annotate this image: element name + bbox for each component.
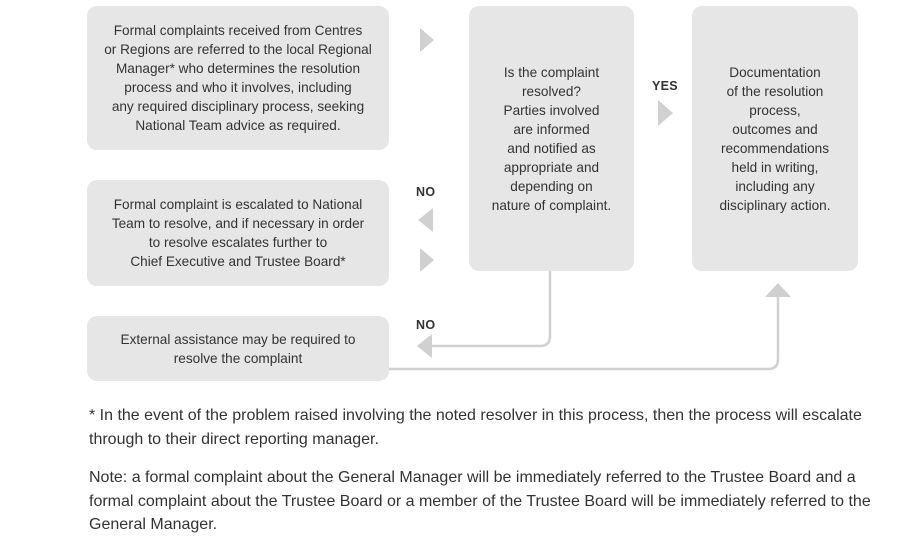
line: Team to resolve, and if necessary in ord… (111, 216, 365, 231)
arrow-right-national (420, 248, 434, 272)
arrow-right-regional-to-resolved (420, 28, 434, 52)
box-text: Is the complaint resolved? Parties invol… (492, 63, 611, 215)
line: Formal complaint is escalated to Nationa… (113, 197, 363, 212)
box-text: Formal complaints received from Centres … (104, 21, 372, 135)
line: resolve the complaint (173, 350, 303, 366)
line: to resolve escalates further to (148, 235, 328, 250)
connector-resolved-to-external (432, 271, 552, 348)
line: Parties involved (503, 102, 600, 118)
arrow-right-yes (658, 100, 673, 126)
footnote-escalation: * In the event of the problem raised inv… (89, 407, 862, 448)
line: disciplinary action. (719, 197, 831, 213)
arrow-up-documentation (765, 283, 791, 297)
box-text: Documentation of the resolution process,… (719, 63, 830, 215)
line: Chief Executive and Trustee Board* (130, 254, 346, 269)
step-external-assistance: External assistance may be required to r… (87, 316, 389, 381)
line: resolved? (522, 83, 581, 99)
line: National Team advice as required. (135, 118, 341, 133)
arrow-left-no-upper (418, 208, 433, 232)
label-yes: YES (652, 79, 678, 93)
line: External assistance may be required to (120, 331, 356, 347)
label-no-lower: NO (416, 318, 436, 332)
line: process and who it involves, including (124, 80, 352, 95)
line: any required disciplinary process, seeki… (111, 99, 365, 114)
line: Is the complaint (503, 64, 600, 80)
box-text: External assistance may be required to r… (121, 330, 356, 368)
line: appropriate and (503, 159, 600, 175)
line: Documentation (729, 64, 821, 80)
line: are informed (513, 121, 590, 137)
line: depending on (510, 178, 593, 194)
line: recommendations (720, 140, 830, 156)
line: nature of complaint. (491, 197, 612, 213)
connector-external-to-documentation (389, 296, 780, 371)
step-regional-manager: Formal complaints received from Centres … (87, 6, 389, 150)
line: Formal complaints received from Centres (113, 23, 363, 38)
flow-connectors (389, 28, 791, 371)
line: process, (749, 102, 801, 118)
line: held in writing, (731, 159, 819, 175)
line: and notified as (507, 140, 596, 156)
line: Manager* who determines the resolution (115, 61, 361, 76)
label-no-upper: NO (416, 185, 436, 199)
step-national-escalation: Formal complaint is escalated to Nationa… (87, 180, 389, 286)
box-text: Formal complaint is escalated to Nationa… (112, 195, 364, 271)
line: of the resolution (726, 83, 824, 99)
note-general-manager: Note: a formal complaint about the Gener… (89, 469, 871, 533)
line: including any (735, 178, 815, 194)
decision-complaint-resolved: Is the complaint resolved? Parties invol… (469, 6, 634, 271)
step-documentation: Documentation of the resolution process,… (692, 6, 858, 271)
arrow-left-no-lower (417, 334, 432, 358)
line: or Regions are referred to the local Reg… (104, 42, 372, 57)
line: outcomes and (732, 121, 818, 137)
